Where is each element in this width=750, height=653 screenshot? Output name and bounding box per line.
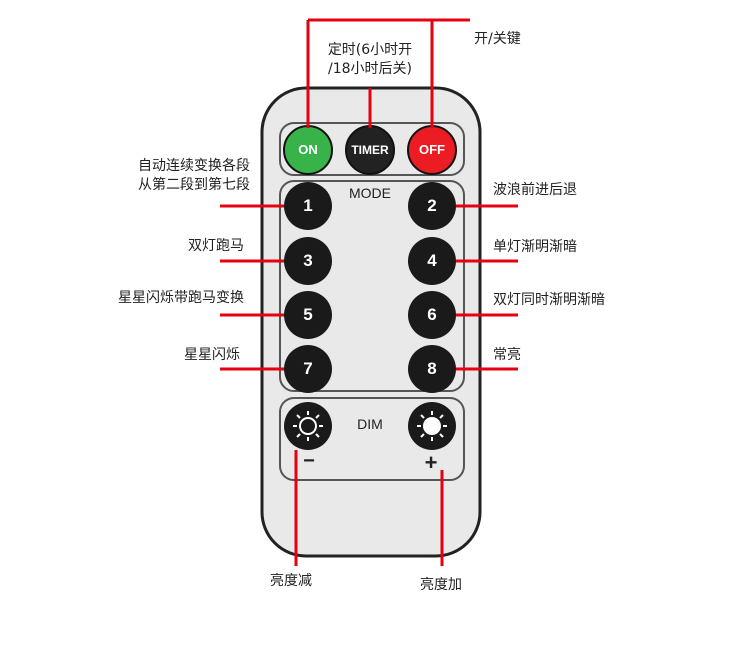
sun-outline-icon	[293, 411, 323, 441]
mode-button-4-label: 4	[427, 251, 437, 270]
dim-plus-label: +	[424, 450, 438, 475]
mode-panel	[279, 180, 465, 392]
mode-button-5[interactable]	[284, 291, 332, 339]
mode5-annotation: 星星闪烁带跑马变换	[118, 290, 244, 306]
mode1-annotation-line2: 从第二段到第七段	[138, 177, 250, 193]
timer-annotation-line1: 定时(6小时开	[327, 42, 413, 58]
mode4-annotation: 单灯渐明渐暗	[493, 239, 577, 255]
mode-button-6[interactable]	[408, 291, 456, 339]
mode-button-5-label: 5	[303, 305, 313, 324]
mode-button-7-label: 7	[303, 359, 313, 378]
timer-button-label: TIMER	[351, 143, 389, 157]
mode3-annotation: 双灯跑马	[188, 238, 244, 254]
mode6-annotation: 双灯同时渐明渐暗	[493, 292, 605, 308]
off-button-label: OFF	[419, 142, 445, 157]
dim-down-annotation: 亮度减	[270, 573, 312, 589]
mode1-annotation-line1: 自动连续变换各段	[138, 158, 250, 174]
mode7-annotation: 星星闪烁	[184, 347, 240, 363]
top-panel	[279, 122, 465, 176]
pointer-lines	[220, 18, 518, 566]
dim-up-annotation: 亮度加	[420, 577, 462, 593]
mode-button-1-label: 1	[303, 196, 313, 215]
power-key-annotation: 开/关键	[474, 31, 521, 47]
mode-button-4[interactable]	[408, 237, 456, 285]
mode-button-3[interactable]	[284, 237, 332, 285]
mode-title: MODE	[349, 185, 391, 201]
dim-title: DIM	[357, 416, 383, 432]
mode-button-7[interactable]	[284, 345, 332, 393]
mode8-annotation: 常亮	[493, 347, 521, 363]
mode-button-2-label: 2	[427, 196, 437, 215]
timer-annotation-line2: /18小时后关)	[328, 61, 412, 77]
mode-button-2[interactable]	[408, 182, 456, 230]
dim-down-button[interactable]	[284, 402, 332, 450]
mode2-annotation: 波浪前进后退	[493, 182, 577, 198]
on-button-label: ON	[298, 142, 318, 157]
mode-button-1[interactable]	[284, 182, 332, 230]
mode-button-8-label: 8	[427, 359, 437, 378]
mode-button-8[interactable]	[408, 345, 456, 393]
sun-filled-icon	[417, 411, 447, 441]
dim-minus-label: −	[303, 450, 315, 472]
mode-button-3-label: 3	[303, 251, 313, 270]
mode-button-6-label: 6	[427, 305, 437, 324]
dim-panel	[279, 397, 465, 481]
